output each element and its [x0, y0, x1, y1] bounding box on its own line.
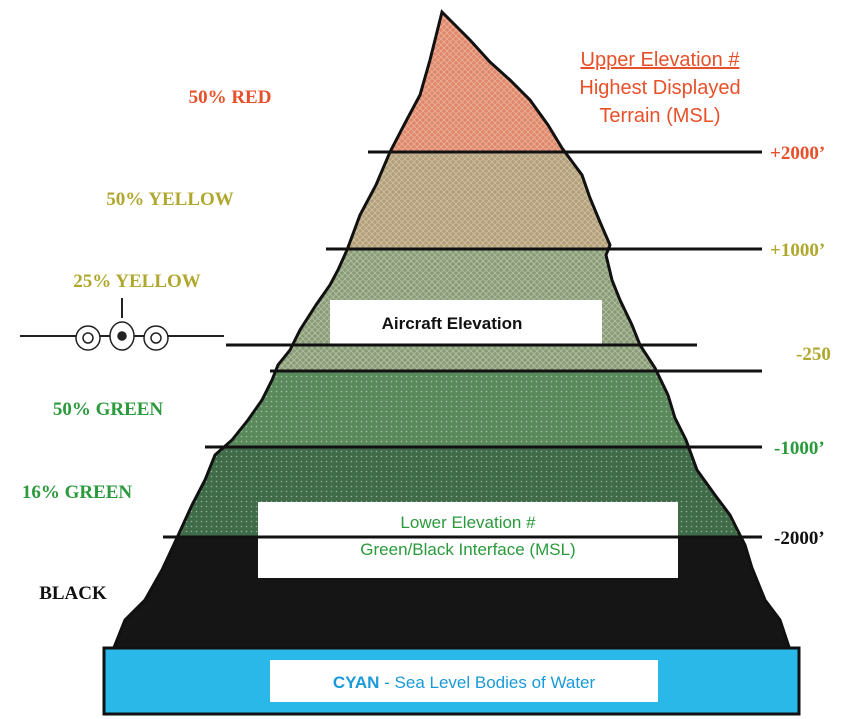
- lower-elevation-line1: Lower Elevation #: [400, 513, 536, 532]
- label-16-green: 16% GREEN: [22, 482, 133, 503]
- upper-elevation-line2: Highest Displayed: [579, 77, 740, 99]
- water-description: - Sea Level Bodies of Water: [379, 673, 595, 692]
- label-50-yellow: 50% YELLOW: [106, 189, 234, 210]
- cyan-word: CYAN: [333, 673, 380, 692]
- water-label: CYAN - Sea Level Bodies of Water: [333, 673, 596, 692]
- water-label-box: [270, 660, 658, 702]
- aircraft-icon: [20, 298, 224, 351]
- aircraft-elevation-box: [330, 300, 602, 344]
- level-plus2000: +2000’: [770, 143, 825, 164]
- label-50-green: 50% GREEN: [53, 399, 164, 420]
- label-25-yellow: 25% YELLOW: [73, 271, 201, 292]
- level-minus250: -250: [796, 344, 831, 365]
- upper-elevation-line1: Upper Elevation #: [581, 49, 741, 71]
- level-minus1000: -1000’: [774, 438, 825, 459]
- label-black: BLACK: [39, 583, 107, 604]
- lower-elevation-box: [258, 502, 678, 578]
- aircraft-elevation-label: Aircraft Elevation: [382, 314, 523, 333]
- level-plus1000: +1000’: [770, 240, 825, 261]
- upper-elevation-line3: Terrain (MSL): [599, 105, 720, 127]
- lower-elevation-line2: Green/Black Interface (MSL): [360, 540, 575, 559]
- level-minus2000: -2000’: [774, 528, 825, 549]
- label-50-red: 50% RED: [189, 87, 272, 108]
